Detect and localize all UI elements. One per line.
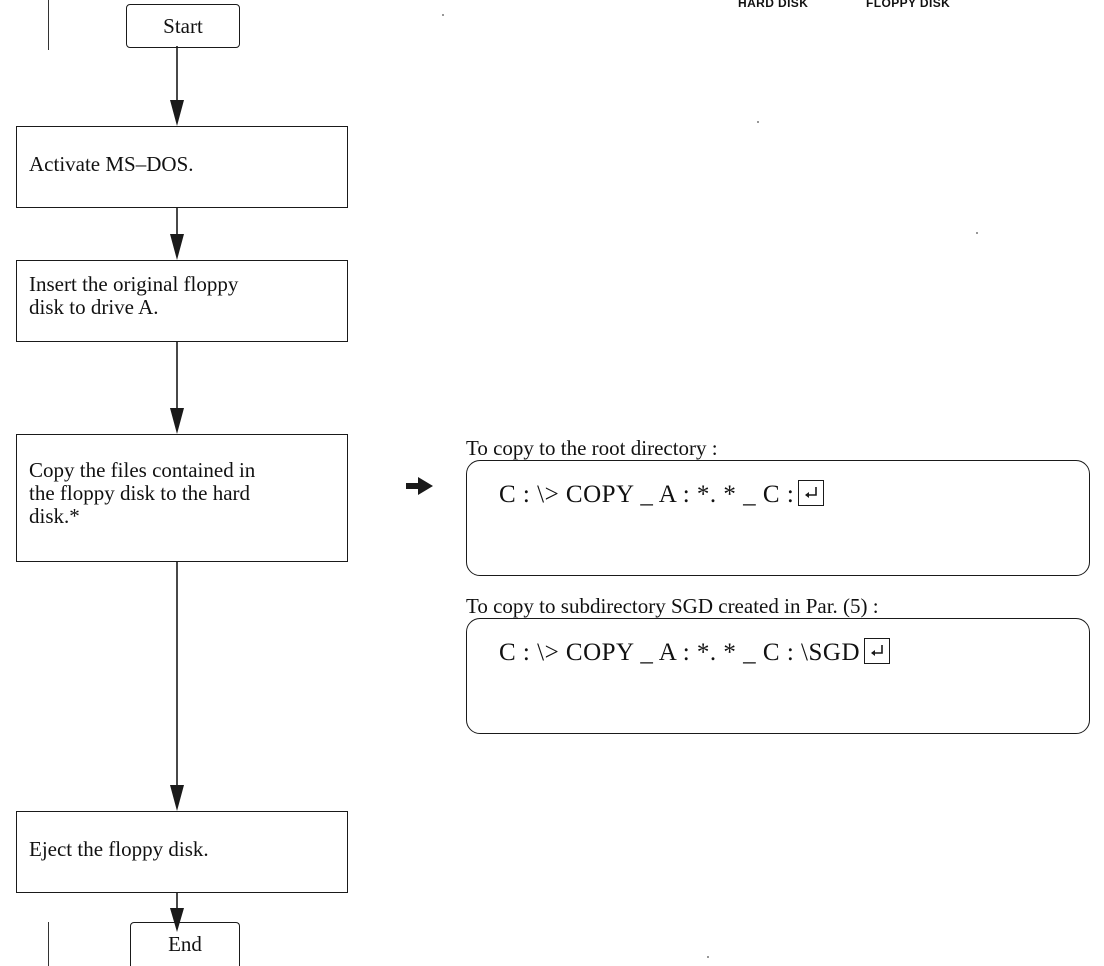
subdirectory-command: C : \> COPY _ A : *. * _ C : \SGD xyxy=(499,639,860,666)
step-line: Activate MS–DOS. xyxy=(29,152,194,176)
step-line: Insert the original floppy xyxy=(29,272,239,296)
end-terminal: End xyxy=(130,922,240,966)
scan-speck xyxy=(442,14,444,16)
step-line: disk.* xyxy=(29,504,80,528)
scan-speck xyxy=(757,121,759,123)
margin-bar-top xyxy=(48,0,50,50)
floppy-disk-label: FLOPPY DISK xyxy=(866,0,951,10)
step-line: the floppy disk to the hard xyxy=(29,481,251,505)
step-line: Copy the files contained in xyxy=(29,458,256,482)
step-activate-msdos: Activate MS–DOS. xyxy=(16,126,348,208)
enter-key-icon xyxy=(798,480,825,507)
hard-disk-label: HARD DISK xyxy=(738,0,809,10)
right-arrow-icon xyxy=(406,477,433,495)
step-line: disk to drive A. xyxy=(29,295,159,319)
subdirectory-command-box: C : \> COPY _ A : *. * _ C : \SGD xyxy=(466,618,1090,734)
root-directory-command: C : \> COPY _ A : *. * _ C : xyxy=(499,481,795,508)
step-eject-floppy: Eject the floppy disk. xyxy=(16,811,348,893)
margin-bar-bottom xyxy=(48,922,50,966)
root-directory-caption: To copy to the root directory : xyxy=(466,436,718,460)
step-line: Eject the floppy disk. xyxy=(29,837,209,861)
enter-key-icon xyxy=(864,638,890,665)
subdirectory-caption: To copy to subdirectory SGD created in P… xyxy=(466,594,879,618)
scan-speck xyxy=(976,232,978,234)
scan-speck xyxy=(707,956,709,958)
start-terminal: Start xyxy=(126,4,240,48)
step-copy-files: Copy the files contained in the floppy d… xyxy=(16,434,348,562)
step-insert-floppy: Insert the original floppy disk to drive… xyxy=(16,260,348,342)
root-directory-command-box: C : \> COPY _ A : *. * _ C : xyxy=(466,460,1090,576)
